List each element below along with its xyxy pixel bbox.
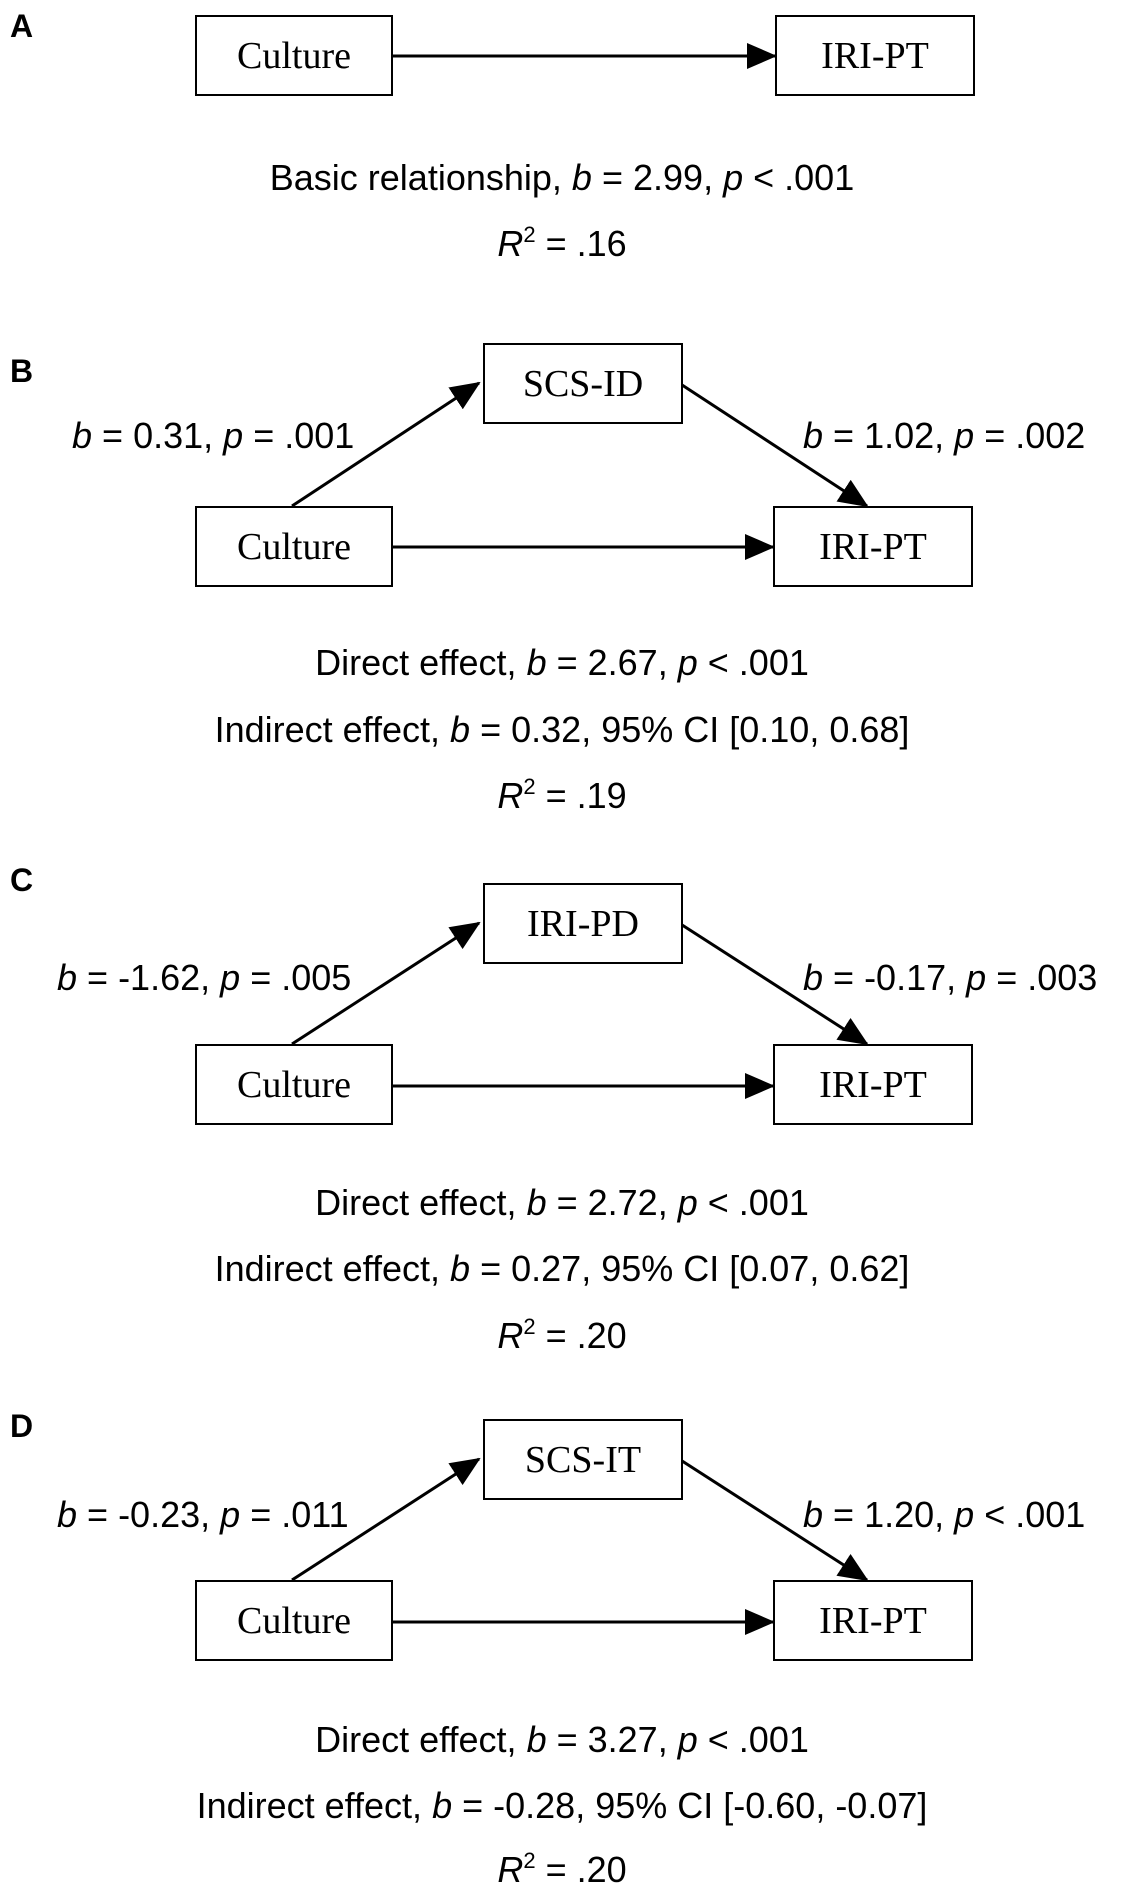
panel-a-culture-box: Culture [195, 15, 393, 96]
panel-c-path-a-label: b = -1.62, p = .005 [57, 957, 352, 998]
panel-a-letter: A [10, 8, 34, 44]
panel-a-iri-pt-box: IRI-PT [775, 15, 975, 96]
panel-b-path-b-label: b = 1.02, p = .002 [803, 415, 1086, 456]
panel-c-direct-effect: Direct effect, b = 2.72, p < .001 [315, 1182, 809, 1223]
panel-b-iri-pt-box: IRI-PT [773, 506, 973, 587]
panel-d-mediator-box: SCS-IT [483, 1419, 683, 1500]
panel-b-direct-effect: Direct effect, b = 2.67, p < .001 [315, 642, 809, 683]
panel-d-direct-effect: Direct effect, b = 3.27, p < .001 [315, 1719, 809, 1760]
arrow-b-b-path [678, 381, 869, 508]
panel-d-path-b-label: b = 1.20, p < .001 [803, 1494, 1086, 1535]
arrow-b-a-path [291, 381, 481, 508]
panel-b-path-a-label: b = 0.31, p = .001 [72, 415, 355, 456]
panel-c-culture-box: Culture [195, 1044, 393, 1125]
panel-b-r2: R2 = .19 [497, 774, 627, 816]
panel-a-basic-relationship: Basic relationship, b = 2.99, p < .001 [269, 157, 855, 198]
panel-c-path-b-label: b = -0.17, p = .003 [803, 957, 1098, 998]
panel-a-r2: R2 = .16 [497, 222, 627, 264]
panel-b-letter: B [10, 353, 34, 389]
panel-c-r2: R2 = .20 [497, 1314, 627, 1356]
panel-d-iri-pt-box: IRI-PT [773, 1580, 973, 1661]
panel-b-culture-box: Culture [195, 506, 393, 587]
panel-d-indirect-effect: Indirect effect, b = -0.28, 95% CI [-0.6… [196, 1785, 928, 1826]
panel-c-indirect-effect: Indirect effect, b = 0.27, 95% CI [0.07,… [214, 1248, 910, 1289]
panel-d-path-a-label: b = -0.23, p = .011 [57, 1494, 349, 1535]
arrow-d-a-path [291, 1457, 481, 1582]
panel-c-mediator-box: IRI-PD [483, 883, 683, 964]
arrow-d-b-path [678, 1457, 869, 1582]
arrow-c-a-path [291, 921, 481, 1046]
panel-b-mediator-box: SCS-ID [483, 343, 683, 424]
panel-d-letter: D [10, 1408, 34, 1444]
arrow-c-b-path [678, 921, 869, 1046]
panel-d-r2: R2 = .20 [497, 1848, 627, 1890]
panel-c-letter: C [10, 862, 34, 898]
panel-b-indirect-effect: Indirect effect, b = 0.32, 95% CI [0.10,… [214, 709, 910, 750]
panel-c-iri-pt-box: IRI-PT [773, 1044, 973, 1125]
panel-d-culture-box: Culture [195, 1580, 393, 1661]
